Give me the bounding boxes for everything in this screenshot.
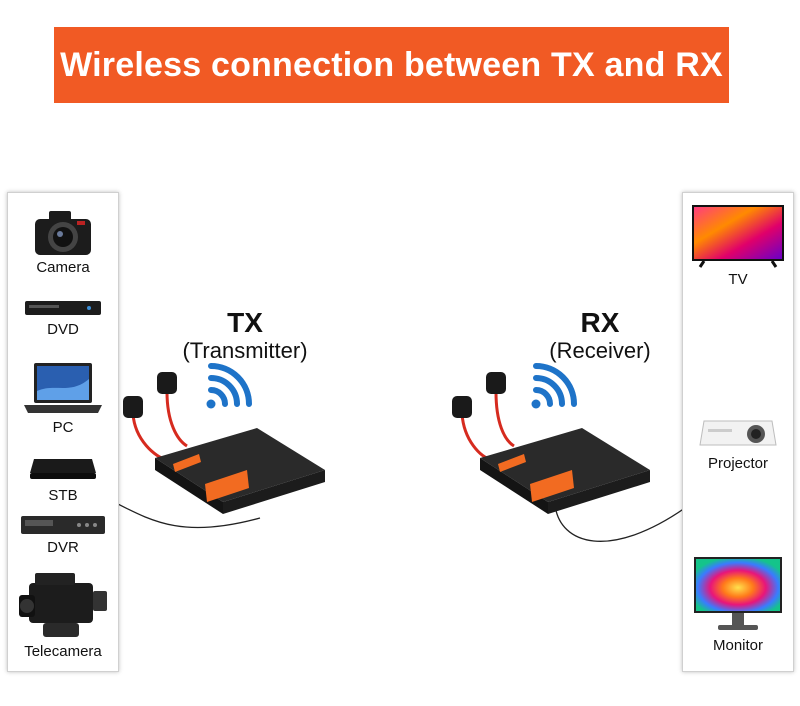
wifi-icon	[206, 363, 252, 409]
dvd-player-icon	[25, 301, 101, 315]
device-label: STB	[48, 487, 78, 504]
laptop-icon	[24, 363, 102, 413]
rx-role: (Receiver)	[549, 338, 651, 363]
device-label: DVR	[47, 539, 79, 556]
tx-title: TX (Transmitter)	[160, 308, 330, 364]
rx-device	[452, 363, 650, 514]
device-label: Camera	[36, 259, 90, 276]
device-dvr: DVR	[8, 513, 118, 556]
banner-title: Wireless connection between TX and RX	[60, 45, 723, 84]
device-stb: STB	[8, 451, 118, 504]
tx-device	[123, 363, 325, 514]
camera-icon	[35, 211, 91, 255]
tx-role: (Transmitter)	[182, 338, 308, 363]
monitor-icon	[694, 557, 782, 630]
device-pc: PC	[8, 361, 118, 436]
rx-name: RX	[580, 307, 620, 338]
device-label: DVD	[47, 321, 79, 338]
device-camera: Camera	[8, 207, 118, 276]
device-projector: Projector	[683, 411, 793, 472]
title-banner: Wireless connection between TX and RX	[54, 27, 729, 103]
device-label: Monitor	[712, 637, 764, 654]
device-label: Projector	[707, 455, 769, 472]
tv-icon	[692, 205, 784, 268]
device-dvd: DVD	[8, 297, 118, 338]
tx-name: TX	[227, 307, 263, 338]
antenna-icon	[452, 372, 515, 462]
projector-icon	[699, 420, 777, 446]
video-camera-icon	[19, 573, 107, 637]
antenna-icon	[123, 372, 188, 462]
display-devices-panel: TV Projector Moni	[682, 192, 794, 672]
source-devices-panel: Camera DVD PC STB DVR	[7, 192, 119, 672]
dvr-icon	[21, 516, 105, 534]
device-label: PC	[52, 419, 74, 436]
device-tv: TV	[683, 203, 793, 288]
rx-title: RX (Receiver)	[525, 308, 675, 364]
set-top-box-icon	[30, 459, 96, 479]
device-label: TV	[728, 271, 748, 288]
wifi-icon	[531, 363, 577, 409]
device-monitor: Monitor	[683, 555, 793, 654]
device-telecamera: Telecamera	[8, 567, 118, 660]
device-label: Telecamera	[24, 643, 102, 660]
